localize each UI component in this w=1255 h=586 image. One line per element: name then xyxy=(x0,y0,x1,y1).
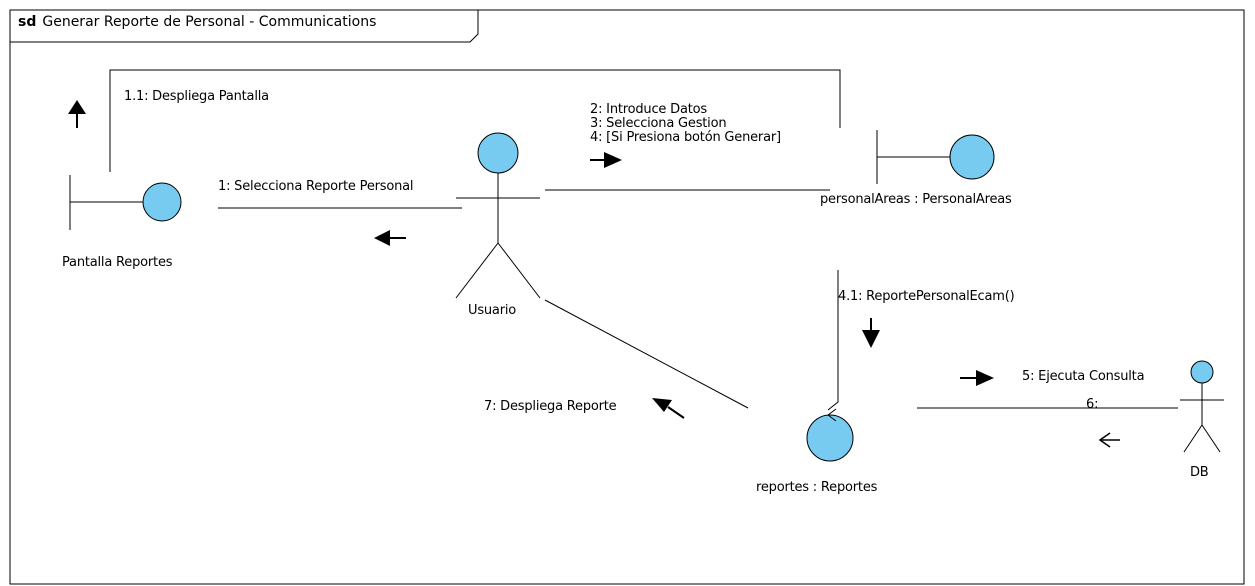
object-label-personal-areas: personalAreas : PersonalAreas xyxy=(820,192,1012,207)
link-pantalla-personalareas xyxy=(109,69,841,172)
message-6: 6: xyxy=(1086,397,1099,412)
db-actor[interactable] xyxy=(1180,360,1224,453)
message-3: 3: Selecciona Gestion xyxy=(590,116,727,131)
object-label-db: DB xyxy=(1190,465,1209,480)
personal-areas-boundary[interactable] xyxy=(876,130,995,184)
usuario-actor[interactable] xyxy=(455,132,541,299)
frame-keyword: sd xyxy=(18,14,37,30)
message-1: 1: Selecciona Reporte Personal xyxy=(218,179,414,194)
arrow-right-icon xyxy=(960,370,994,386)
arrow-open-left-icon xyxy=(1098,432,1120,448)
message-5: 5: Ejecuta Consulta xyxy=(1022,369,1145,384)
arrow-up-icon xyxy=(68,100,86,128)
link-usuario-reportes xyxy=(544,299,749,409)
frame-title: sd Generar Reporte de Personal - Communic… xyxy=(18,14,376,30)
reportes-control[interactable] xyxy=(806,408,854,462)
pantalla-reportes-boundary[interactable] xyxy=(69,175,182,230)
object-label-reportes: reportes : Reportes xyxy=(756,480,878,495)
message-2: 2: Introduce Datos xyxy=(590,102,707,117)
diagram-frame xyxy=(9,9,1245,585)
frame-title-tab xyxy=(10,10,479,43)
link-personalareas-reportes xyxy=(827,270,839,411)
object-label-usuario: Usuario xyxy=(468,303,517,318)
object-label-pantalla: Pantalla Reportes xyxy=(62,255,173,270)
arrow-up-left-icon xyxy=(652,398,685,419)
arrow-right-icon xyxy=(590,152,622,168)
arrow-down-icon xyxy=(862,318,880,348)
frame-title-text: Generar Reporte de Personal - Communicat… xyxy=(42,14,377,30)
message-4-1: 4.1: ReportePersonalEcam() xyxy=(838,289,1015,304)
message-4: 4: [Si Presiona botón Generar] xyxy=(590,130,781,145)
message-1-1: 1.1: Despliega Pantalla xyxy=(124,89,269,104)
message-7: 7: Despliega Reporte xyxy=(484,399,617,414)
arrow-left-icon xyxy=(374,230,406,246)
